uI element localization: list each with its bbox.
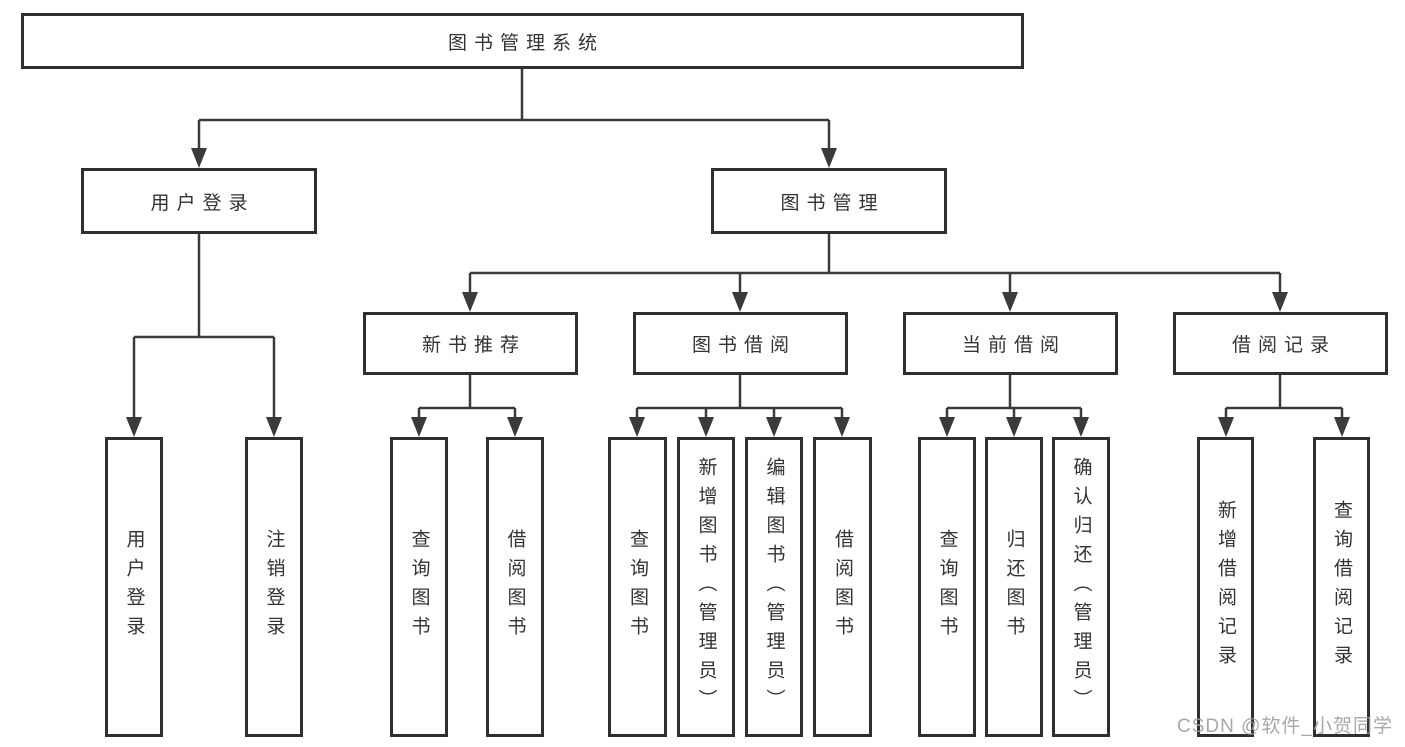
arrowhead-icon (1002, 292, 1018, 312)
arrowhead-icon (1218, 417, 1234, 437)
arrowhead-icon (411, 417, 427, 437)
arrowhead-icon (1334, 417, 1350, 437)
node-book-management: 图书管理 (711, 168, 947, 234)
watermark: CSDN @软件_小贺同学 (1177, 716, 1393, 737)
arrowhead-icon (939, 417, 955, 437)
arrowhead-icon (191, 148, 207, 168)
arrowhead-icon (1073, 417, 1089, 437)
node-leaf-add-borrow-record: 新增借阅记录 (1197, 437, 1254, 737)
node-leaf-logout: 注销登录 (245, 437, 303, 737)
node-leaf-query-book-recommend: 查询图书 (390, 437, 448, 737)
arrowhead-icon (1272, 292, 1288, 312)
arrowhead-icon (126, 417, 142, 437)
node-leaf-return-book: 归还图书 (985, 437, 1043, 737)
node-leaf-borrow-book: 借阅图书 (813, 437, 872, 737)
node-book-borrow: 图书借阅 (633, 312, 848, 375)
arrowhead-icon (834, 417, 850, 437)
node-leaf-borrow-book-recommend: 借阅图书 (486, 437, 544, 737)
node-borrow-records: 借阅记录 (1173, 312, 1388, 375)
node-leaf-query-borrow-record: 查询借阅记录 (1313, 437, 1370, 737)
arrowhead-icon (1006, 417, 1022, 437)
node-leaf-add-book-admin: 新增图书（管理员） (677, 437, 735, 737)
arrowhead-icon (507, 417, 523, 437)
node-current-borrow: 当前借阅 (903, 312, 1118, 375)
node-leaf-user-login: 用户登录 (105, 437, 163, 737)
arrowhead-icon (766, 417, 782, 437)
node-leaf-edit-book-admin: 编辑图书（管理员） (745, 437, 803, 737)
arrowhead-icon (629, 417, 645, 437)
arrowhead-icon (732, 292, 748, 312)
node-root: 图书管理系统 (21, 13, 1024, 69)
node-leaf-confirm-return-admin: 确认归还（管理员） (1052, 437, 1110, 737)
node-leaf-query-book-current: 查询图书 (918, 437, 976, 737)
arrowhead-icon (698, 417, 714, 437)
node-user-login: 用户登录 (81, 168, 317, 234)
arrowhead-icon (821, 148, 837, 168)
arrowhead-icon (266, 417, 282, 437)
node-leaf-query-book-borrow: 查询图书 (608, 437, 667, 737)
arrowhead-icon (462, 292, 478, 312)
node-new-book-recommend: 新书推荐 (363, 312, 578, 375)
